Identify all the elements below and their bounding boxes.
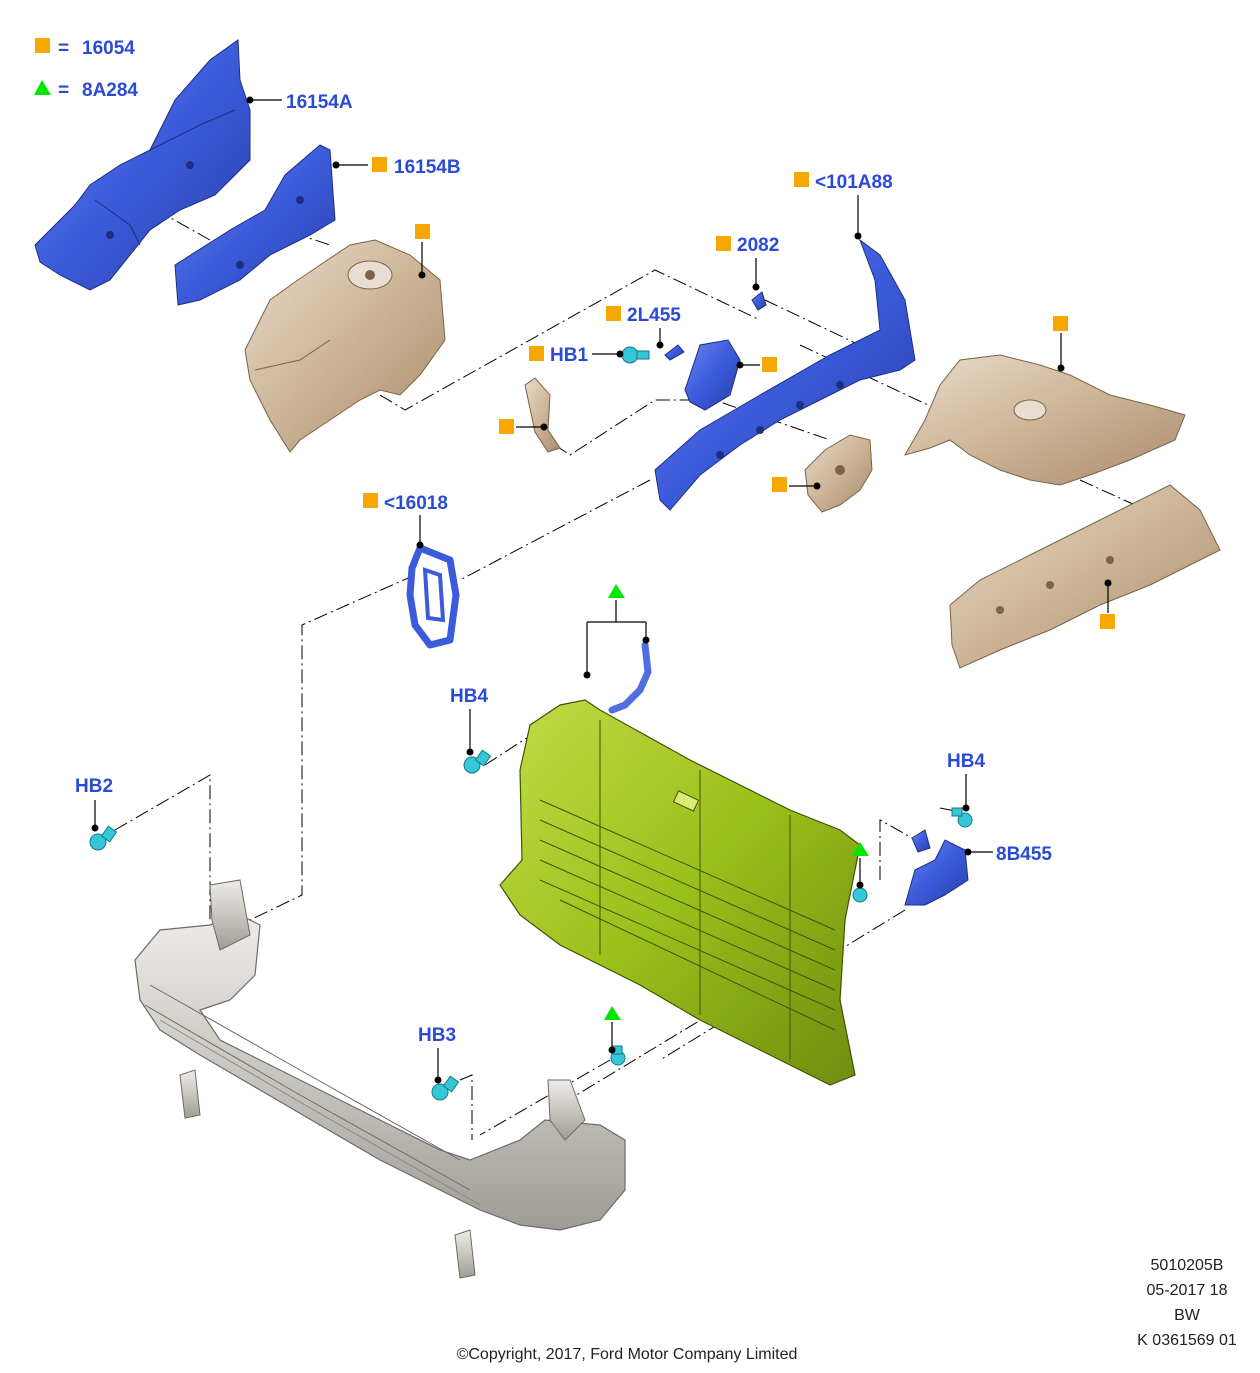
part-blue-hook[interactable] xyxy=(608,641,652,714)
part-beige-bracket-left[interactable] xyxy=(524,377,561,453)
legend: = 16054 = 8A284 xyxy=(34,38,138,101)
orange-square-icon xyxy=(762,357,777,372)
label-HB4-right: HB4 xyxy=(947,751,985,772)
callout-HB1[interactable]: HB1 xyxy=(529,345,624,366)
part-8B455[interactable] xyxy=(904,829,969,906)
label-16018: <16018 xyxy=(384,493,448,514)
part-radiator-support[interactable] xyxy=(499,699,861,1086)
part-right-shock-tower[interactable] xyxy=(903,354,1186,486)
label-16154B: 16154B xyxy=(394,157,461,178)
ref-initials: BW xyxy=(1174,1307,1201,1324)
callout-HB2[interactable]: HB2 xyxy=(75,776,113,832)
bolt-icon xyxy=(852,887,868,903)
part-16154A[interactable] xyxy=(34,39,251,291)
part-left-shock-tower[interactable] xyxy=(244,239,446,453)
orange-square-icon xyxy=(606,306,621,321)
label-2L455: 2L455 xyxy=(627,305,681,326)
bolt-icon xyxy=(431,1075,460,1101)
part-2082[interactable] xyxy=(751,291,767,311)
green-triangle-icon xyxy=(604,1006,621,1020)
part-right-lower-rail[interactable] xyxy=(949,484,1221,669)
orange-square-icon xyxy=(363,493,378,508)
orange-square-icon xyxy=(499,419,514,434)
label-HB1: HB1 xyxy=(550,345,588,366)
orange-square-icon xyxy=(794,172,809,187)
bolt-icon xyxy=(621,346,650,364)
reference-block: 5010205B 05-2017 18 BW K 0361569 01 xyxy=(1137,1257,1237,1349)
label-2082: 2082 xyxy=(737,235,779,256)
legend-equals-2: = xyxy=(58,80,69,101)
legend-equals-1: = xyxy=(58,38,69,59)
callout-square-beige-bracket[interactable] xyxy=(499,419,548,434)
callout-square-right-tower[interactable] xyxy=(1053,316,1068,372)
orange-square-icon xyxy=(1100,614,1115,629)
callout-2082[interactable]: 2082 xyxy=(716,235,779,291)
bolt-icon xyxy=(89,825,118,851)
label-HB3: HB3 xyxy=(418,1025,456,1046)
callout-16018[interactable]: <16018 xyxy=(363,493,448,549)
orange-square-icon xyxy=(35,38,50,53)
label-101A88: <101A88 xyxy=(815,172,893,193)
part-16018[interactable] xyxy=(406,544,460,649)
part-bumper-beam[interactable] xyxy=(134,879,626,1279)
label-HB4-left: HB4 xyxy=(450,686,488,707)
green-triangle-icon xyxy=(34,80,51,95)
fastener-8A284-right[interactable] xyxy=(852,887,868,903)
callout-square-left-tower[interactable] xyxy=(415,224,430,279)
bolt-icon xyxy=(951,807,973,828)
callout-triangle-bottom[interactable] xyxy=(604,1006,621,1054)
label-16154A: 16154A xyxy=(286,92,353,113)
orange-square-icon xyxy=(716,236,731,251)
part-2L455[interactable] xyxy=(664,339,741,411)
green-triangle-icon xyxy=(852,842,869,856)
callout-8B455[interactable]: 8B455 xyxy=(964,844,1053,865)
legend-code-triangle: 8A284 xyxy=(82,80,138,101)
orange-square-icon xyxy=(1053,316,1068,331)
callout-triangle-radiator-top[interactable] xyxy=(583,584,650,679)
callout-16154B[interactable]: 16154B xyxy=(332,157,461,178)
orange-square-icon xyxy=(529,346,544,361)
fastener-HB2[interactable] xyxy=(89,825,118,851)
fastener-HB4-right[interactable] xyxy=(951,807,973,828)
orange-square-icon xyxy=(372,157,387,172)
bolt-icon xyxy=(463,749,492,774)
callout-square-right-rail[interactable] xyxy=(1100,579,1115,630)
label-8B455: 8B455 xyxy=(996,844,1052,865)
callout-HB4-right[interactable]: HB4 xyxy=(947,751,985,812)
fastener-HB1[interactable] xyxy=(621,346,650,364)
callout-16154A[interactable]: 16154A xyxy=(246,92,353,113)
fastener-HB4-left[interactable] xyxy=(463,749,492,774)
copyright-notice: ©Copyright, 2017, Ford Motor Company Lim… xyxy=(457,1346,798,1363)
callout-HB3[interactable]: HB3 xyxy=(418,1025,456,1084)
part-101A88[interactable] xyxy=(654,238,916,511)
part-beige-bracket-center[interactable] xyxy=(804,434,873,513)
label-HB2: HB2 xyxy=(75,776,113,797)
ref-code: 5010205B xyxy=(1151,1257,1224,1274)
ref-number: K 0361569 01 xyxy=(1137,1332,1237,1349)
orange-square-icon xyxy=(772,477,787,492)
callout-HB4-left[interactable]: HB4 xyxy=(450,686,488,756)
callout-101A88[interactable]: <101A88 xyxy=(794,172,893,240)
callout-square-2L455-bracket[interactable] xyxy=(736,357,778,372)
fastener-HB3[interactable] xyxy=(431,1075,460,1101)
callout-triangle-right[interactable] xyxy=(852,842,869,889)
part-16154B[interactable] xyxy=(174,144,336,306)
legend-code-square: 16054 xyxy=(82,38,135,59)
callout-2L455[interactable]: 2L455 xyxy=(606,305,681,349)
green-triangle-icon xyxy=(608,584,625,598)
orange-square-icon xyxy=(415,224,430,239)
callout-square-center-bracket[interactable] xyxy=(772,477,821,492)
ref-date: 05-2017 18 xyxy=(1147,1282,1228,1299)
